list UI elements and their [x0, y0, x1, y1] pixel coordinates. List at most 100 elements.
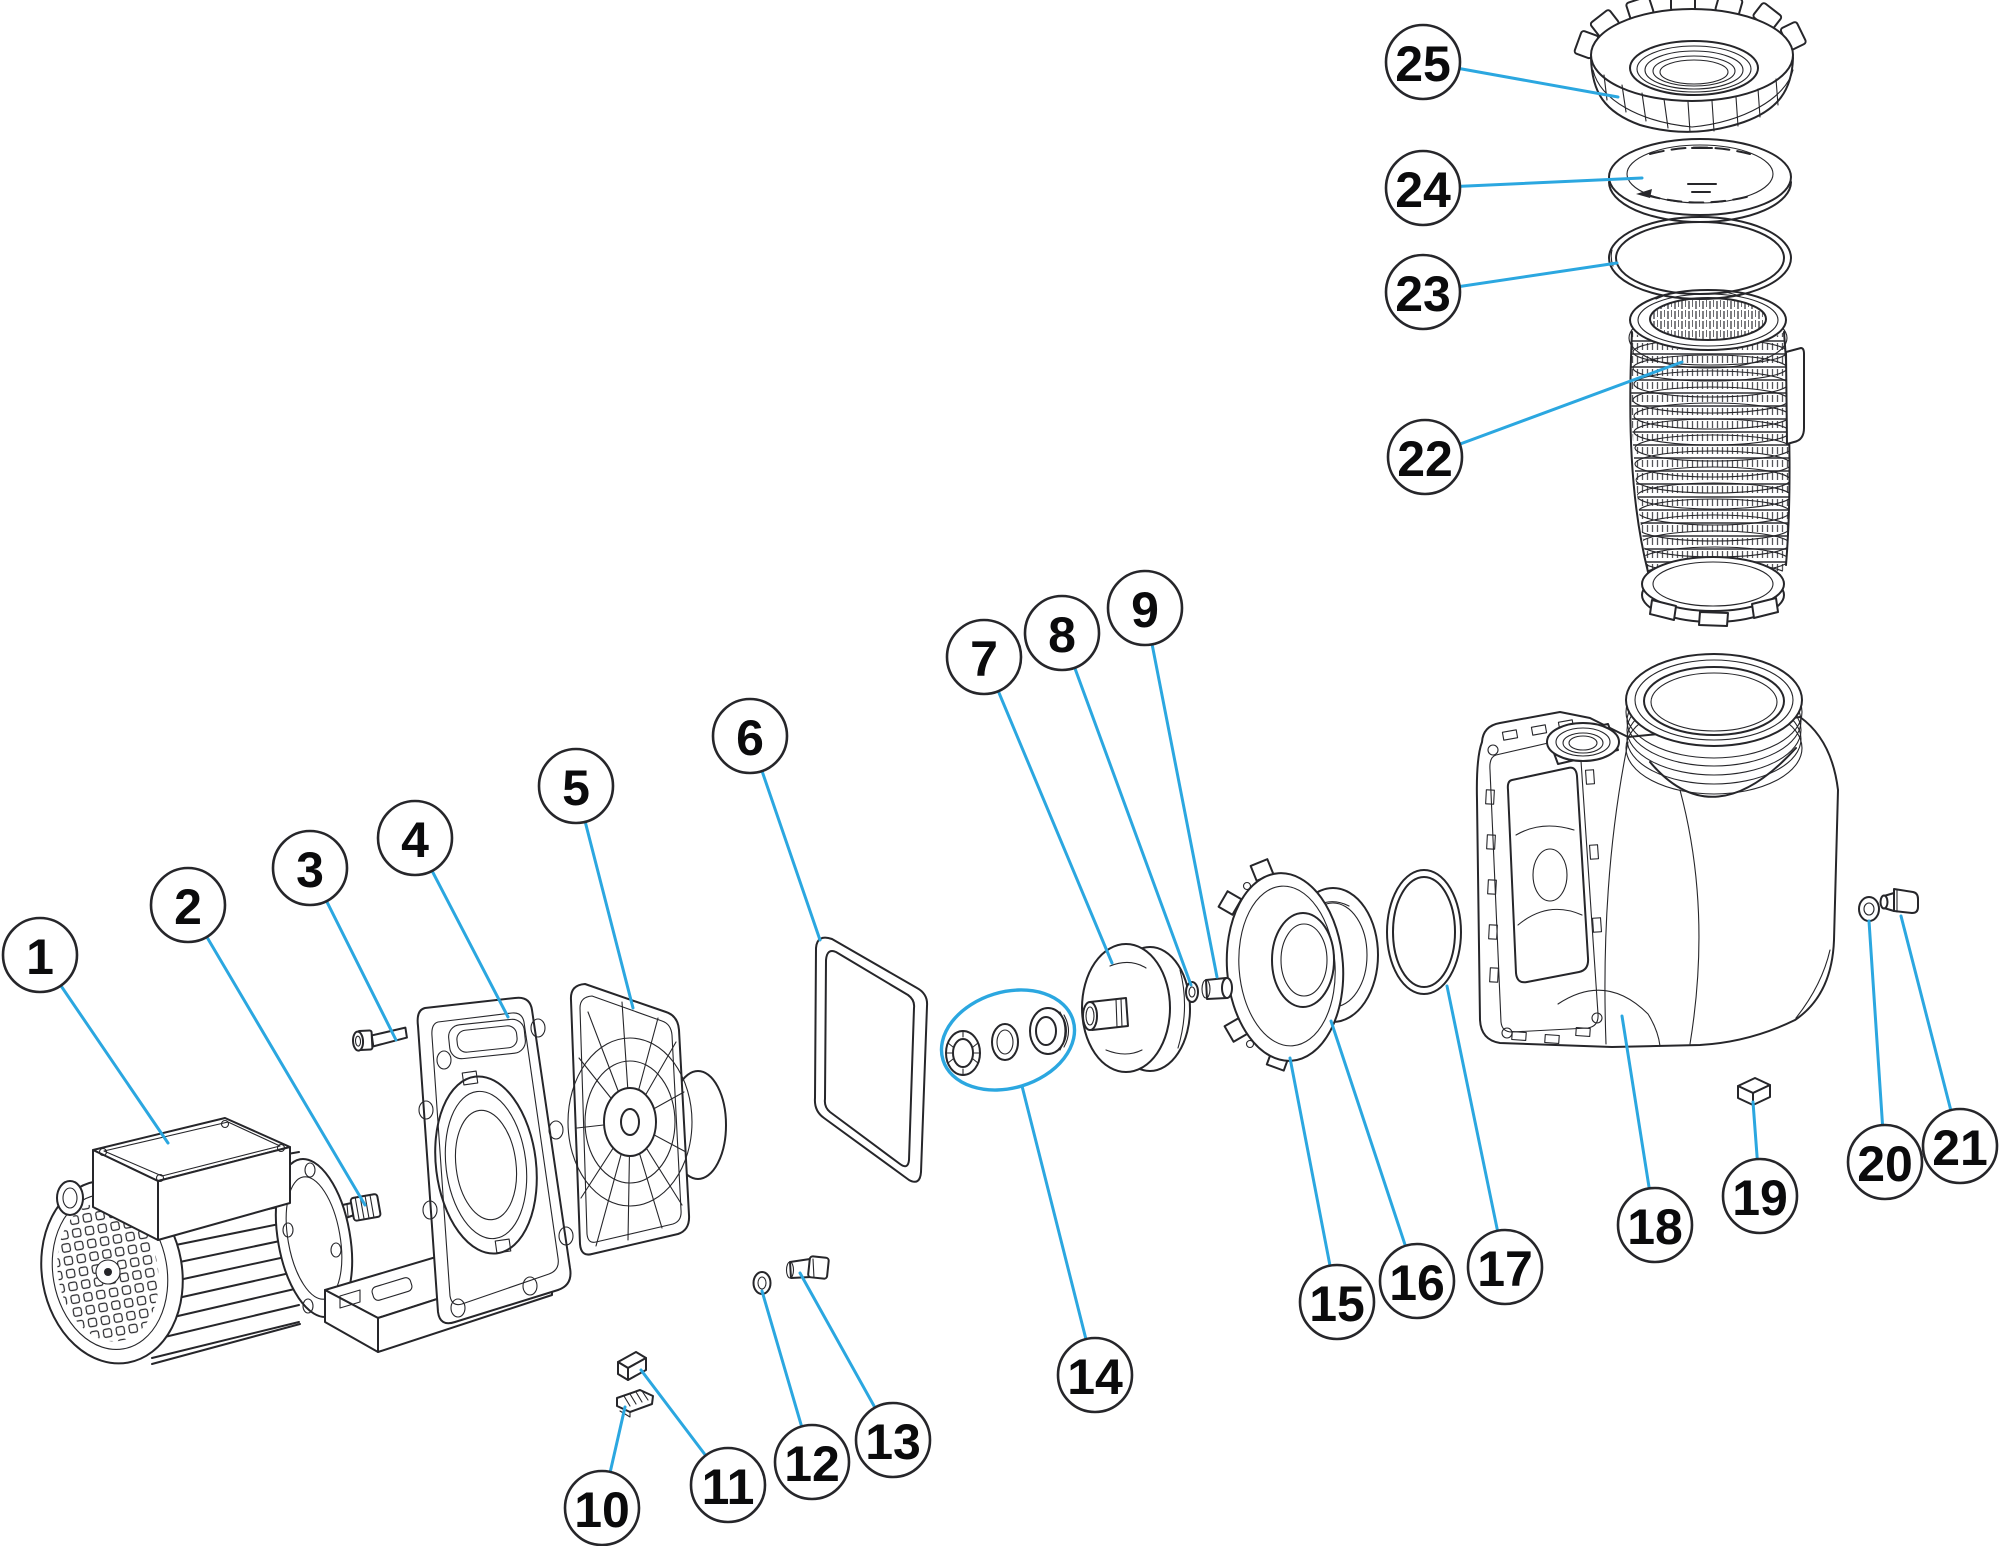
callout-23-circle: [1384, 253, 1462, 331]
callout-20: 20: [1846, 1123, 1924, 1201]
callout-25: 25: [1384, 23, 1462, 101]
callout-1: 1: [1, 916, 79, 994]
callout-4: 4: [376, 799, 454, 877]
leader-line-22: [1423, 360, 1684, 459]
mounting-bracket-part: [324, 996, 574, 1353]
callout-13: 13: [854, 1401, 932, 1479]
motor-part: [40, 1117, 358, 1365]
callout-3: 3: [271, 829, 349, 907]
callout-4-circle: [376, 799, 454, 877]
leader-line-15: [1288, 1056, 1339, 1304]
callout-22-number: 22: [1397, 431, 1453, 487]
callout-8-circle: [1023, 594, 1101, 672]
callout-17: 17: [1466, 1228, 1544, 1306]
callout-18-circle: [1616, 1186, 1694, 1264]
callout-16-circle: [1378, 1242, 1456, 1320]
diffuser-oring-part: [1386, 869, 1462, 995]
seal-rotary: [1029, 1007, 1070, 1055]
callout-12: 12: [773, 1423, 851, 1501]
leader-line-17: [1445, 984, 1507, 1269]
callout-22: 22: [1386, 418, 1464, 496]
callout-19-number: 19: [1732, 1170, 1788, 1226]
callout-10-number: 10: [574, 1482, 630, 1538]
callout-14: 14: [1056, 1336, 1134, 1414]
callout-12-circle: [773, 1423, 851, 1501]
callout-6: 6: [711, 697, 789, 775]
callout-17-number: 17: [1477, 1241, 1533, 1297]
drain-washer-part: [1858, 896, 1880, 922]
lock-ring-part: [1573, 0, 1807, 133]
callout-25-number: 25: [1395, 36, 1451, 92]
leader-line-9: [1143, 606, 1219, 979]
seal-washer: [991, 1023, 1019, 1061]
callout-9: 9: [1106, 569, 1184, 647]
callout-5-circle: [537, 747, 615, 825]
callout-1-circle: [1, 916, 79, 994]
mechanical-seal-part: [939, 988, 1077, 1092]
callout-21-number: 21: [1932, 1120, 1988, 1176]
callout-2: 2: [149, 866, 227, 944]
mounting-block-part: [617, 1351, 647, 1381]
callout-11-circle: [689, 1446, 767, 1524]
callout-23: 23: [1384, 253, 1462, 331]
seal-seat: [945, 1030, 981, 1076]
callout-5-number: 5: [562, 760, 590, 816]
callout-8-number: 8: [1048, 607, 1076, 663]
callout-2-circle: [149, 866, 227, 944]
tank-neck: [1625, 653, 1803, 795]
leader-line-2: [186, 903, 367, 1207]
callout-6-number: 6: [736, 710, 764, 766]
callout-1-number: 1: [26, 929, 54, 985]
callout-24-circle: [1384, 149, 1462, 227]
callout-13-number: 13: [865, 1414, 921, 1470]
washer-part: [752, 1271, 772, 1295]
callout-4-number: 4: [401, 812, 429, 868]
callout-21-circle: [1921, 1107, 1999, 1185]
backing-plate-part: [567, 983, 727, 1256]
strainer-basket-part: [1628, 289, 1805, 627]
leader-line-8: [1060, 631, 1193, 987]
body-gasket-part: [813, 936, 929, 1183]
callout-5: 5: [537, 747, 615, 825]
callout-23-number: 23: [1395, 266, 1451, 322]
leader-line-21: [1899, 914, 1962, 1148]
leader-line-14: [1020, 1084, 1097, 1377]
callout-12-number: 12: [784, 1436, 840, 1492]
leader-line-7: [982, 655, 1114, 965]
callout-16: 16: [1378, 1242, 1456, 1320]
callout-10-circle: [563, 1469, 641, 1546]
callout-3-number: 3: [296, 842, 324, 898]
callout-24: 24: [1384, 149, 1462, 227]
callout-9-number: 9: [1131, 582, 1159, 638]
callout-16-number: 16: [1389, 1255, 1445, 1311]
callout-8: 8: [1023, 594, 1101, 672]
callout-18-number: 18: [1627, 1199, 1683, 1255]
callout-13-circle: [854, 1401, 932, 1479]
inlet-port: [1546, 722, 1620, 765]
callout-6-circle: [711, 697, 789, 775]
callout-11-number: 11: [702, 1459, 755, 1515]
callout-20-circle: [1846, 1123, 1924, 1201]
callout-11: 11: [689, 1446, 767, 1524]
callout-2-number: 2: [174, 879, 202, 935]
callout-17-circle: [1466, 1228, 1544, 1306]
impeller-part: [1081, 943, 1191, 1073]
callout-15-circle: [1298, 1263, 1376, 1341]
callout-15-number: 15: [1309, 1276, 1365, 1332]
callout-10: 10: [563, 1469, 641, 1546]
shaft-pin-part: [349, 1193, 382, 1222]
callout-15: 15: [1298, 1263, 1376, 1341]
callout-7: 7: [945, 618, 1023, 696]
callout-19: 19: [1721, 1157, 1799, 1235]
diffuser-part: [1217, 858, 1345, 1072]
callout-9-circle: [1106, 569, 1184, 647]
pump-body-part: [1475, 653, 1839, 1048]
lid-oring-part: [1608, 216, 1792, 300]
callout-21: 21: [1921, 1107, 1999, 1185]
callout-14-circle: [1056, 1336, 1134, 1414]
callout-24-number: 24: [1395, 162, 1451, 218]
callout-7-number: 7: [970, 631, 998, 687]
callout-7-circle: [945, 618, 1023, 696]
